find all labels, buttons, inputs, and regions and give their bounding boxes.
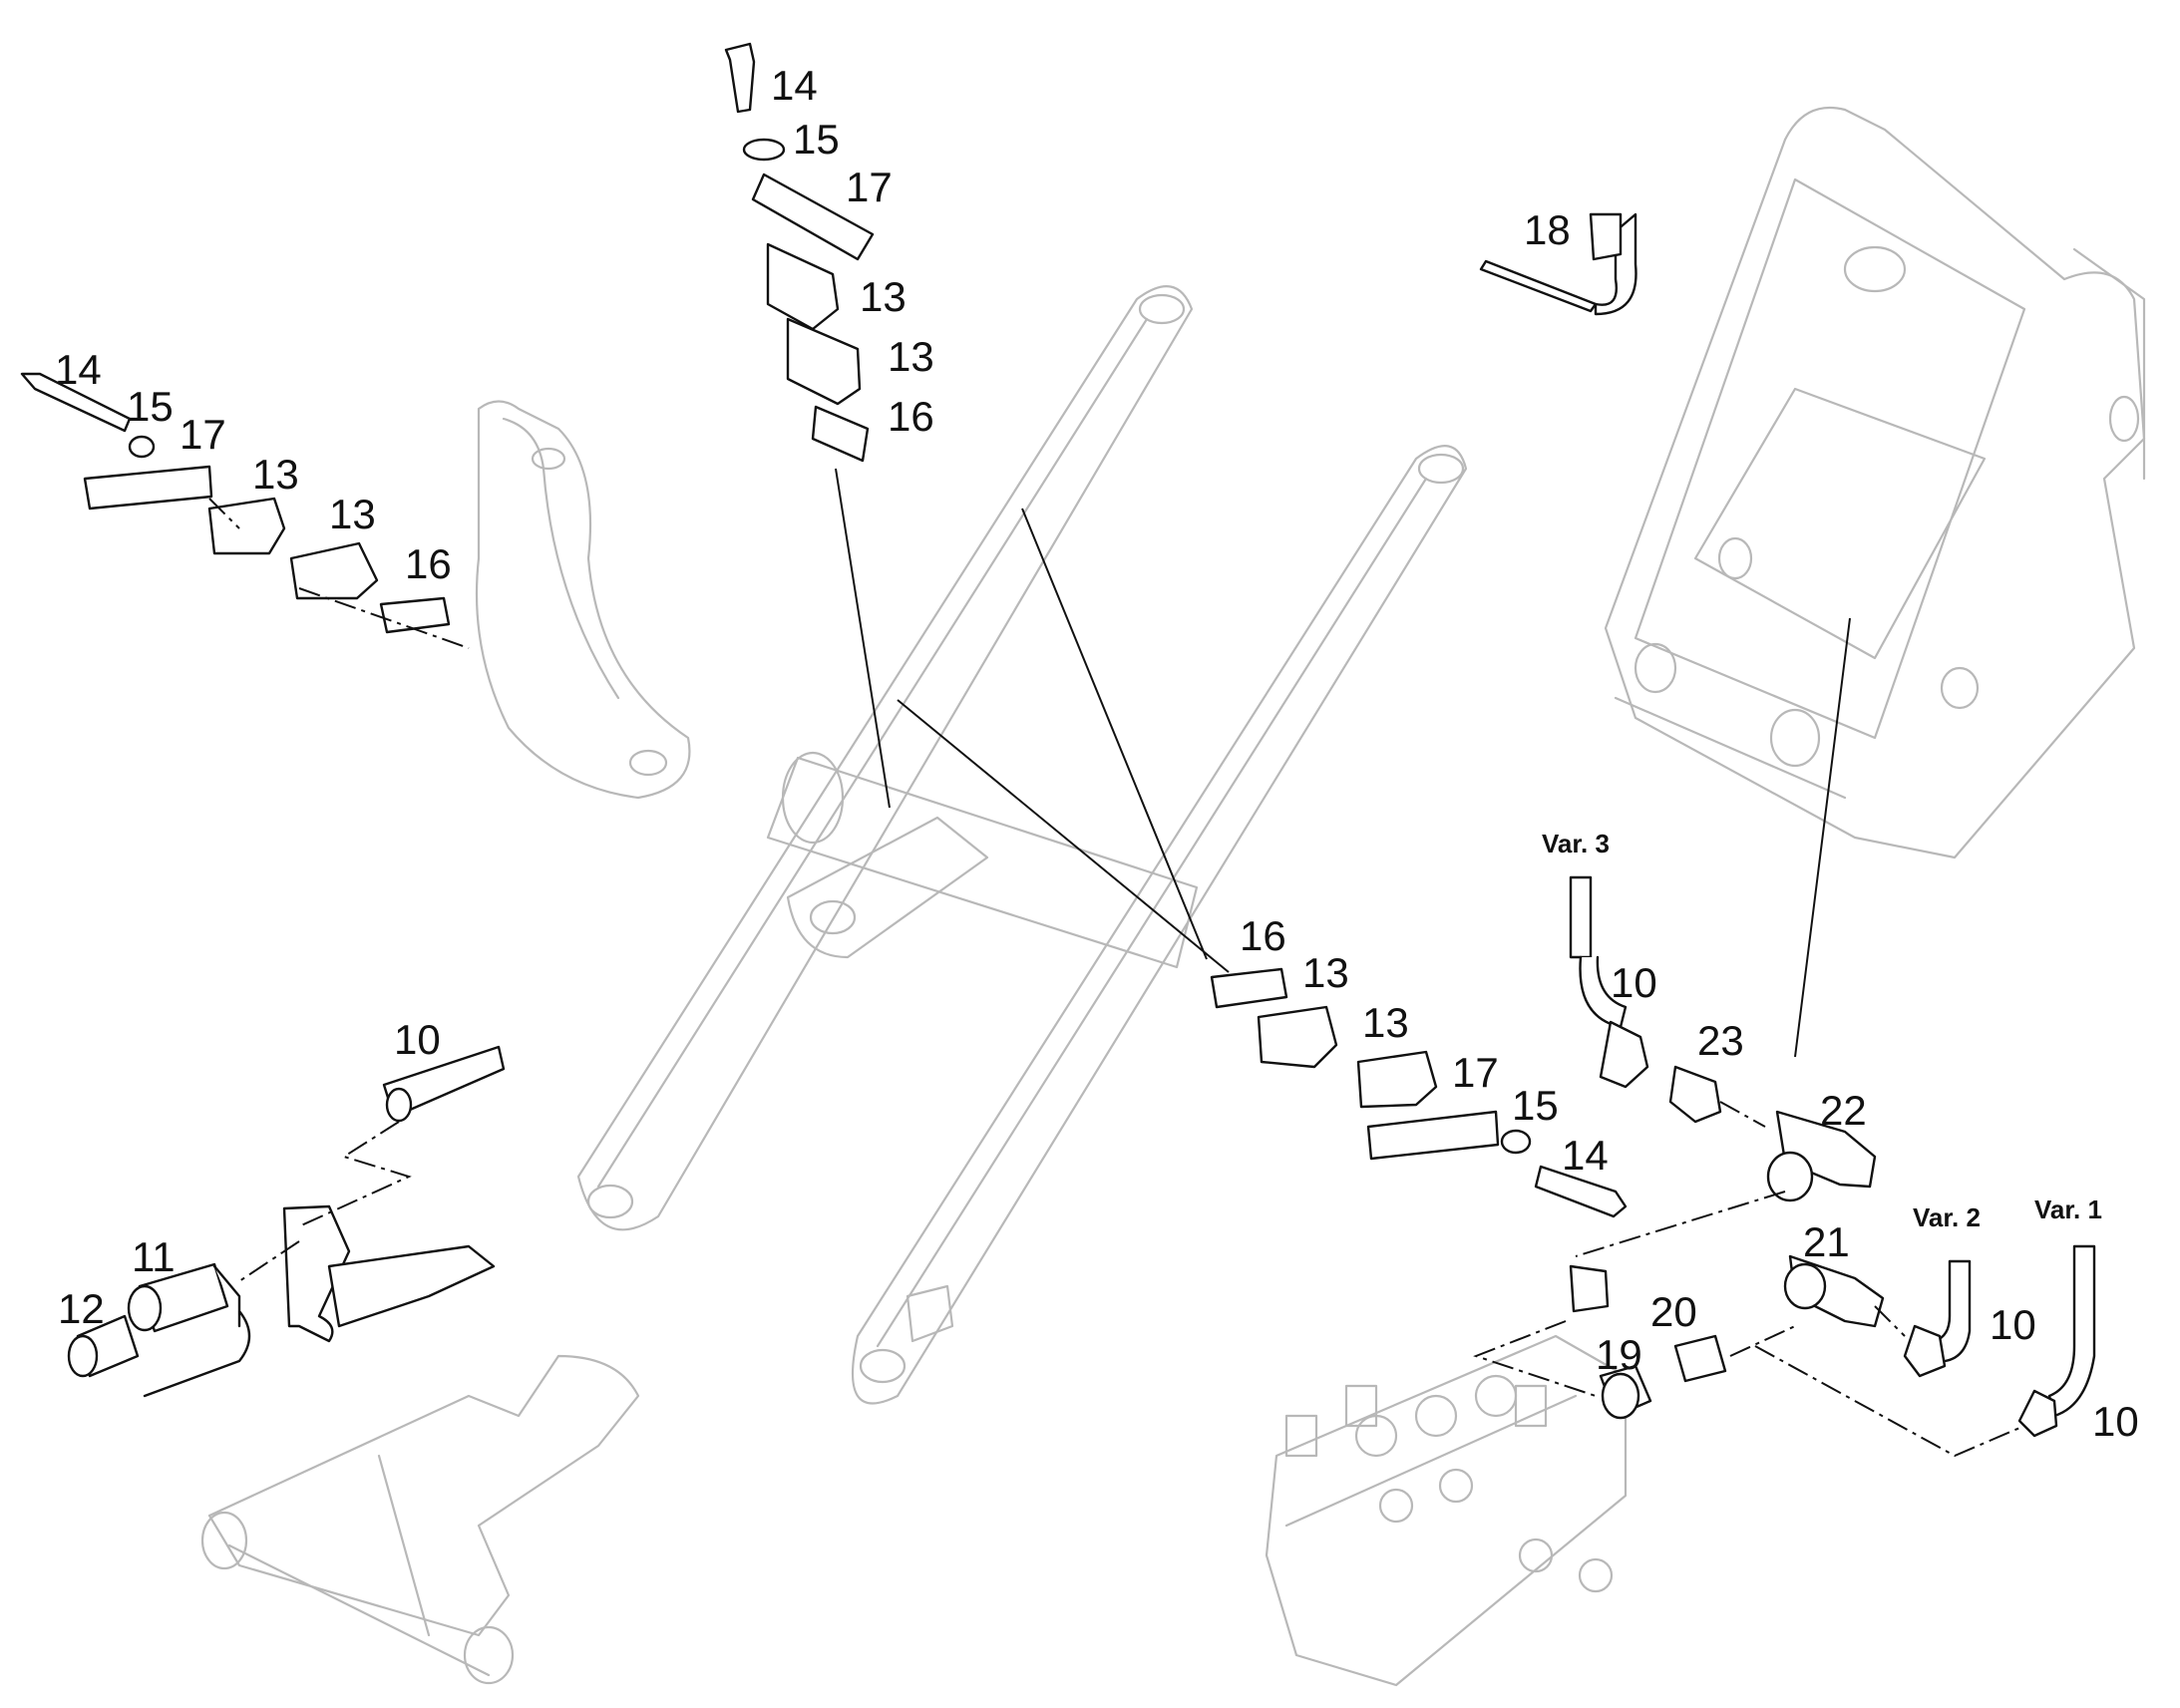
callout-16: 16	[888, 393, 934, 440]
callout-14: 14	[1562, 1132, 1609, 1179]
callout-13: 13	[860, 273, 907, 320]
callout-23: 23	[1697, 1017, 1744, 1064]
callout-21: 21	[1803, 1218, 1850, 1265]
loader-boom-ghost	[576, 285, 1468, 1405]
callout-13: 13	[888, 333, 934, 380]
callout-16: 16	[1240, 912, 1286, 959]
callout-10: 10	[394, 1016, 441, 1063]
callout-12: 12	[58, 1285, 105, 1332]
callout-15: 15	[1512, 1082, 1559, 1129]
top-mount-stack	[724, 42, 891, 809]
attachment-frame-ghost	[200, 1354, 640, 1685]
callout-13: 13	[329, 491, 376, 537]
boom-bracket-ghost	[475, 400, 691, 800]
callout-18: 18	[1524, 206, 1571, 253]
callout-11: 11	[132, 1233, 176, 1280]
callout-labels: 14 15 17 13 13 16 14 15 17 13 13 16 18 1…	[55, 62, 2139, 1445]
callout-13: 13	[1302, 949, 1349, 996]
callout-15: 15	[127, 383, 174, 430]
variant-label-1: Var. 1	[2034, 1195, 2102, 1224]
callout-17: 17	[1452, 1049, 1499, 1096]
callout-13: 13	[252, 451, 299, 498]
part-18-strap	[1479, 212, 1637, 316]
callout-14: 14	[55, 346, 102, 393]
callout-17: 17	[846, 164, 893, 210]
variant-label-3: Var. 3	[1542, 829, 1610, 858]
left-mount-stack	[20, 372, 470, 649]
callout-19: 19	[1596, 1331, 1642, 1378]
callout-10: 10	[2092, 1398, 2139, 1445]
right-mount-stack	[897, 508, 1628, 1218]
callout-16: 16	[405, 540, 452, 587]
control-valve-ghost	[1265, 1334, 1628, 1687]
callout-10: 10	[1990, 1301, 2036, 1348]
callout-20: 20	[1650, 1288, 1697, 1335]
callout-13: 13	[1362, 999, 1409, 1046]
callout-14: 14	[771, 62, 818, 109]
left-fitting-group	[67, 1045, 506, 1398]
rear-frame-ghost	[1604, 106, 2146, 859]
callout-10: 10	[1611, 959, 1657, 1006]
callout-22: 22	[1820, 1087, 1867, 1134]
callout-15: 15	[793, 116, 840, 163]
callout-17: 17	[180, 411, 226, 458]
right-fitting-group	[1473, 617, 2096, 1458]
variant-label-2: Var. 2	[1913, 1202, 1981, 1232]
